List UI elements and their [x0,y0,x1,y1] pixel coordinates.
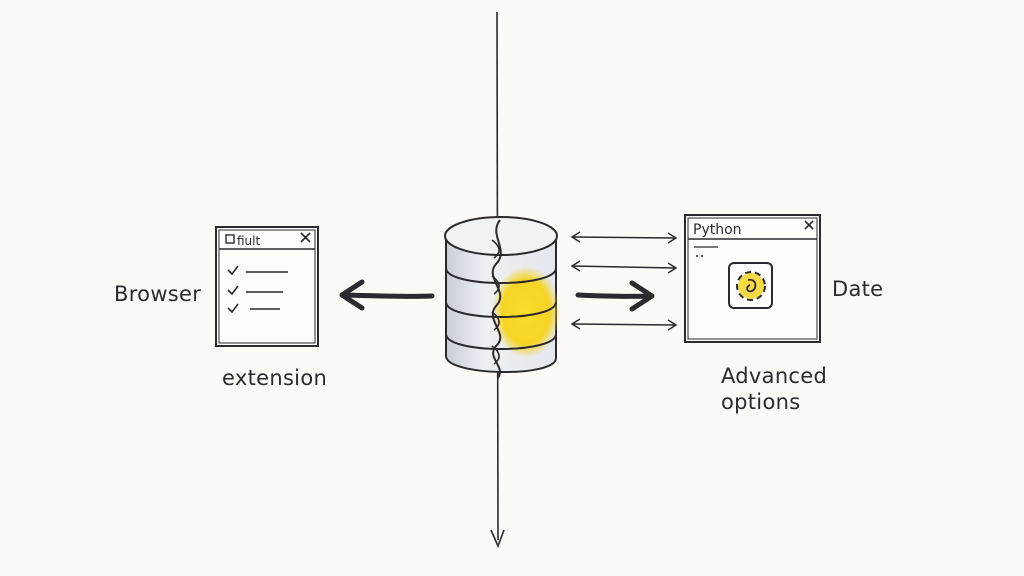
label-advanced: Advanced [721,364,828,388]
label-browser: Browser [114,282,202,306]
arrow-to-python [575,280,655,312]
browser-window-title: fiult [237,234,260,248]
python-window: Python [684,214,821,343]
highlight-blob [492,266,560,358]
python-window-title: Python [693,222,742,238]
checklist-item-1 [227,265,288,276]
checklist-item-3 [227,303,280,314]
label-options: options [721,390,801,414]
browser-extension-window: fiult [215,226,319,347]
checklist-item-2 [227,285,283,296]
label-extension: extension [222,366,328,390]
close-icon [300,232,311,243]
close-icon [804,220,814,230]
window-app-icon [225,234,235,244]
settings-gear-icon [728,262,773,309]
double-arrow-1 [570,231,678,244]
double-arrow-3 [570,318,678,331]
checklist [227,265,288,314]
label-date: Date [832,277,884,301]
arrow-to-browser [339,279,435,311]
double-arrow-2 [570,260,678,274]
database-cylinder-icon [444,216,560,379]
sync-arrows [570,231,678,331]
